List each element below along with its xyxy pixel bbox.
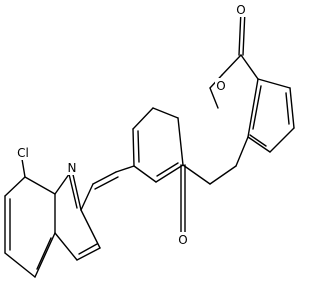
atom-label-n: N xyxy=(68,161,77,175)
bond xyxy=(238,9,242,56)
bond xyxy=(80,183,94,211)
bond xyxy=(209,165,237,185)
bond xyxy=(80,209,101,249)
bond xyxy=(252,85,262,130)
bond xyxy=(257,78,291,89)
bond xyxy=(21,158,26,178)
atom-label-cl: Cl xyxy=(17,146,29,160)
bond xyxy=(132,128,135,167)
bond xyxy=(152,107,179,119)
bond xyxy=(92,171,117,185)
bond xyxy=(242,9,246,56)
bond xyxy=(155,164,184,183)
bond xyxy=(209,87,219,109)
bond xyxy=(4,176,26,197)
bond xyxy=(76,247,101,261)
bond xyxy=(137,130,140,163)
ester-oxygen-label: O xyxy=(215,78,228,93)
bond xyxy=(133,165,157,183)
bond xyxy=(94,176,119,190)
bond xyxy=(132,107,154,130)
bond xyxy=(247,78,259,138)
bond xyxy=(36,237,52,270)
bond xyxy=(269,127,295,153)
bond xyxy=(78,243,98,255)
bond xyxy=(221,54,242,76)
ketone-oxygen-label: O xyxy=(177,232,190,247)
carbonyl-oxygen-label: O xyxy=(235,2,248,17)
atom-label-o: O xyxy=(216,79,225,93)
bond xyxy=(240,54,259,80)
bond xyxy=(115,165,135,173)
bond xyxy=(4,252,36,278)
chlorine-label: Cl xyxy=(14,145,32,160)
bond xyxy=(249,134,267,147)
quinoline-nitrogen-label: N xyxy=(66,160,79,175)
bond xyxy=(34,232,56,278)
bond xyxy=(54,232,78,261)
bond xyxy=(182,164,211,185)
bond xyxy=(289,87,295,129)
bond xyxy=(235,136,249,167)
atom-label-o: O xyxy=(178,233,187,247)
bond xyxy=(156,162,179,177)
chemical-structure: O O O N Cl xyxy=(4,2,295,278)
bonds xyxy=(4,9,295,278)
bond xyxy=(68,173,78,209)
bond xyxy=(177,117,184,166)
atom-label-o: O xyxy=(236,3,245,17)
bond xyxy=(71,169,82,211)
bond xyxy=(24,176,56,195)
bond xyxy=(247,136,271,153)
bond xyxy=(285,92,290,125)
atom-labels: O O O N Cl xyxy=(14,2,248,247)
